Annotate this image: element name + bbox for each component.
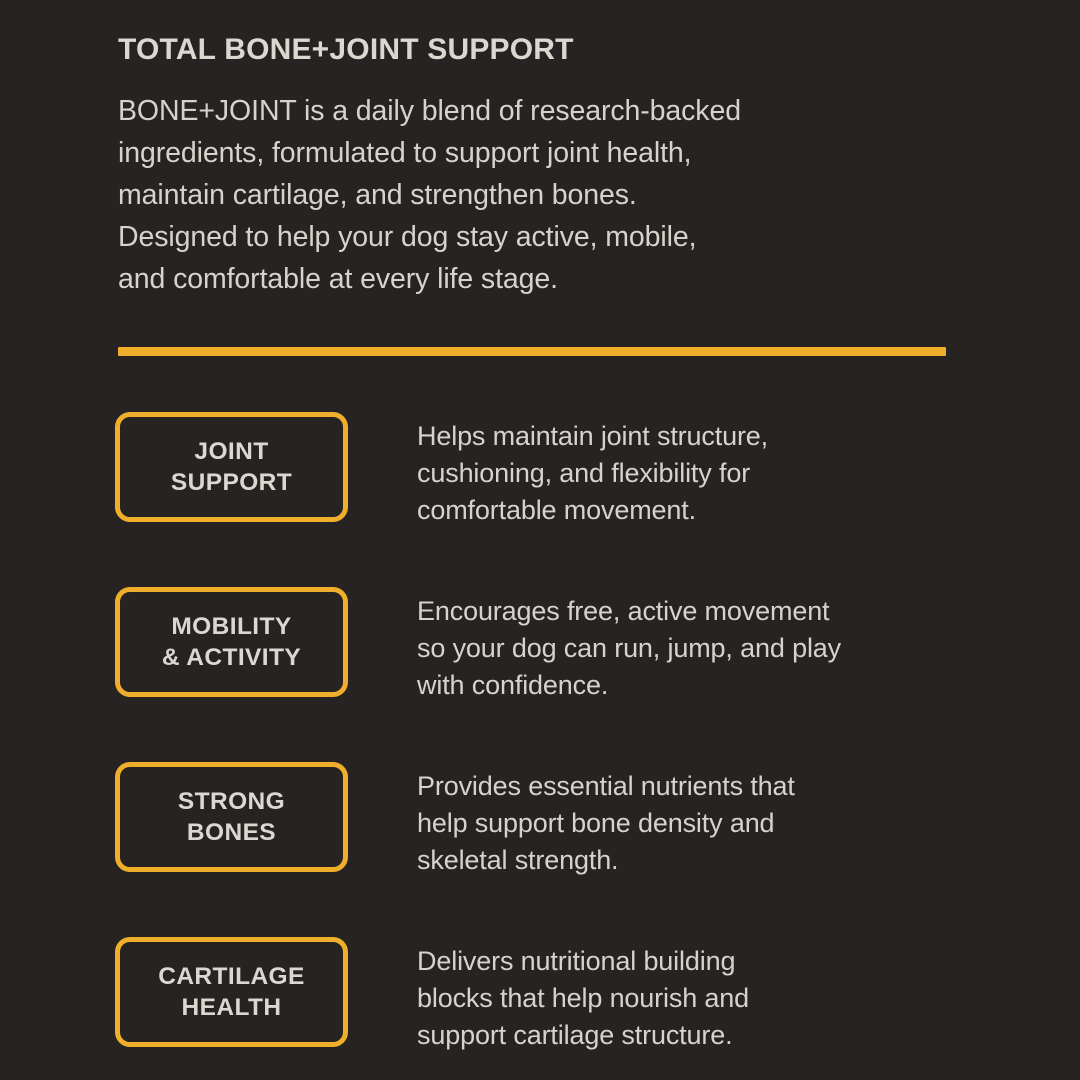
description-line: Provides essential nutrients that [417,771,795,801]
intro-line: maintain cartilage, and strengthen bones… [118,178,637,211]
feature-row: JOINT SUPPORT Helps maintain joint struc… [115,412,965,529]
intro-line: ingredients, formulated to support joint… [118,136,692,169]
badge-cartilage-health: CARTILAGE HEALTH [115,937,348,1047]
badge-label-line: HEALTH [181,994,282,1021]
badge-label-line: JOINT [194,438,269,465]
badge-strong-bones: STRONG BONES [115,762,348,872]
badge-label-line: & ACTIVITY [161,644,302,671]
badge-label-line: STRONG [177,788,286,815]
feature-description: Provides essential nutrients that help s… [348,762,965,879]
page-title: TOTAL BONE+JOINT SUPPORT [118,33,574,66]
description-line: Helps maintain joint structure, [417,421,769,451]
feature-row: MOBILITY & ACTIVITY Encourages free, act… [115,587,965,704]
feature-description: Delivers nutritional building blocks tha… [348,937,965,1054]
description-line: so your dog can run, jump, and play [417,633,842,663]
description-line: blocks that help nourish and [417,983,750,1013]
badge-label-line: SUPPORT [170,469,293,496]
intro-line: and comfortable at every life stage. [118,262,558,295]
intro-line: BONE+JOINT is a daily blend of research-… [118,94,741,127]
description-line: cushioning, and flexibility for [417,458,751,488]
description-line: support cartilage structure. [417,1020,733,1050]
feature-row: CARTILAGE HEALTH Delivers nutritional bu… [115,937,965,1054]
description-line: Delivers nutritional building [417,946,736,976]
intro-line: Designed to help your dog stay active, m… [118,220,697,253]
description-line: comfortable movement. [417,495,696,525]
intro-paragraph: BONE+JOINT is a daily blend of research-… [118,68,918,300]
badge-mobility-activity: MOBILITY & ACTIVITY [115,587,348,697]
feature-description: Helps maintain joint structure, cushioni… [348,412,965,529]
description-line: with confidence. [417,670,609,700]
description-line: help support bone density and [417,808,775,838]
description-line: Encourages free, active movement [417,596,830,626]
description-line: skeletal strength. [417,845,619,875]
feature-description: Encourages free, active movement so your… [348,587,965,704]
badge-label-line: CARTILAGE [158,963,305,990]
feature-list: JOINT SUPPORT Helps maintain joint struc… [115,412,965,1054]
badge-joint-support: JOINT SUPPORT [115,412,348,522]
badge-label-line: MOBILITY [171,613,292,640]
badge-label-line: BONES [186,819,277,846]
feature-row: STRONG BONES Provides essential nutrient… [115,762,965,879]
gold-divider [118,347,946,356]
